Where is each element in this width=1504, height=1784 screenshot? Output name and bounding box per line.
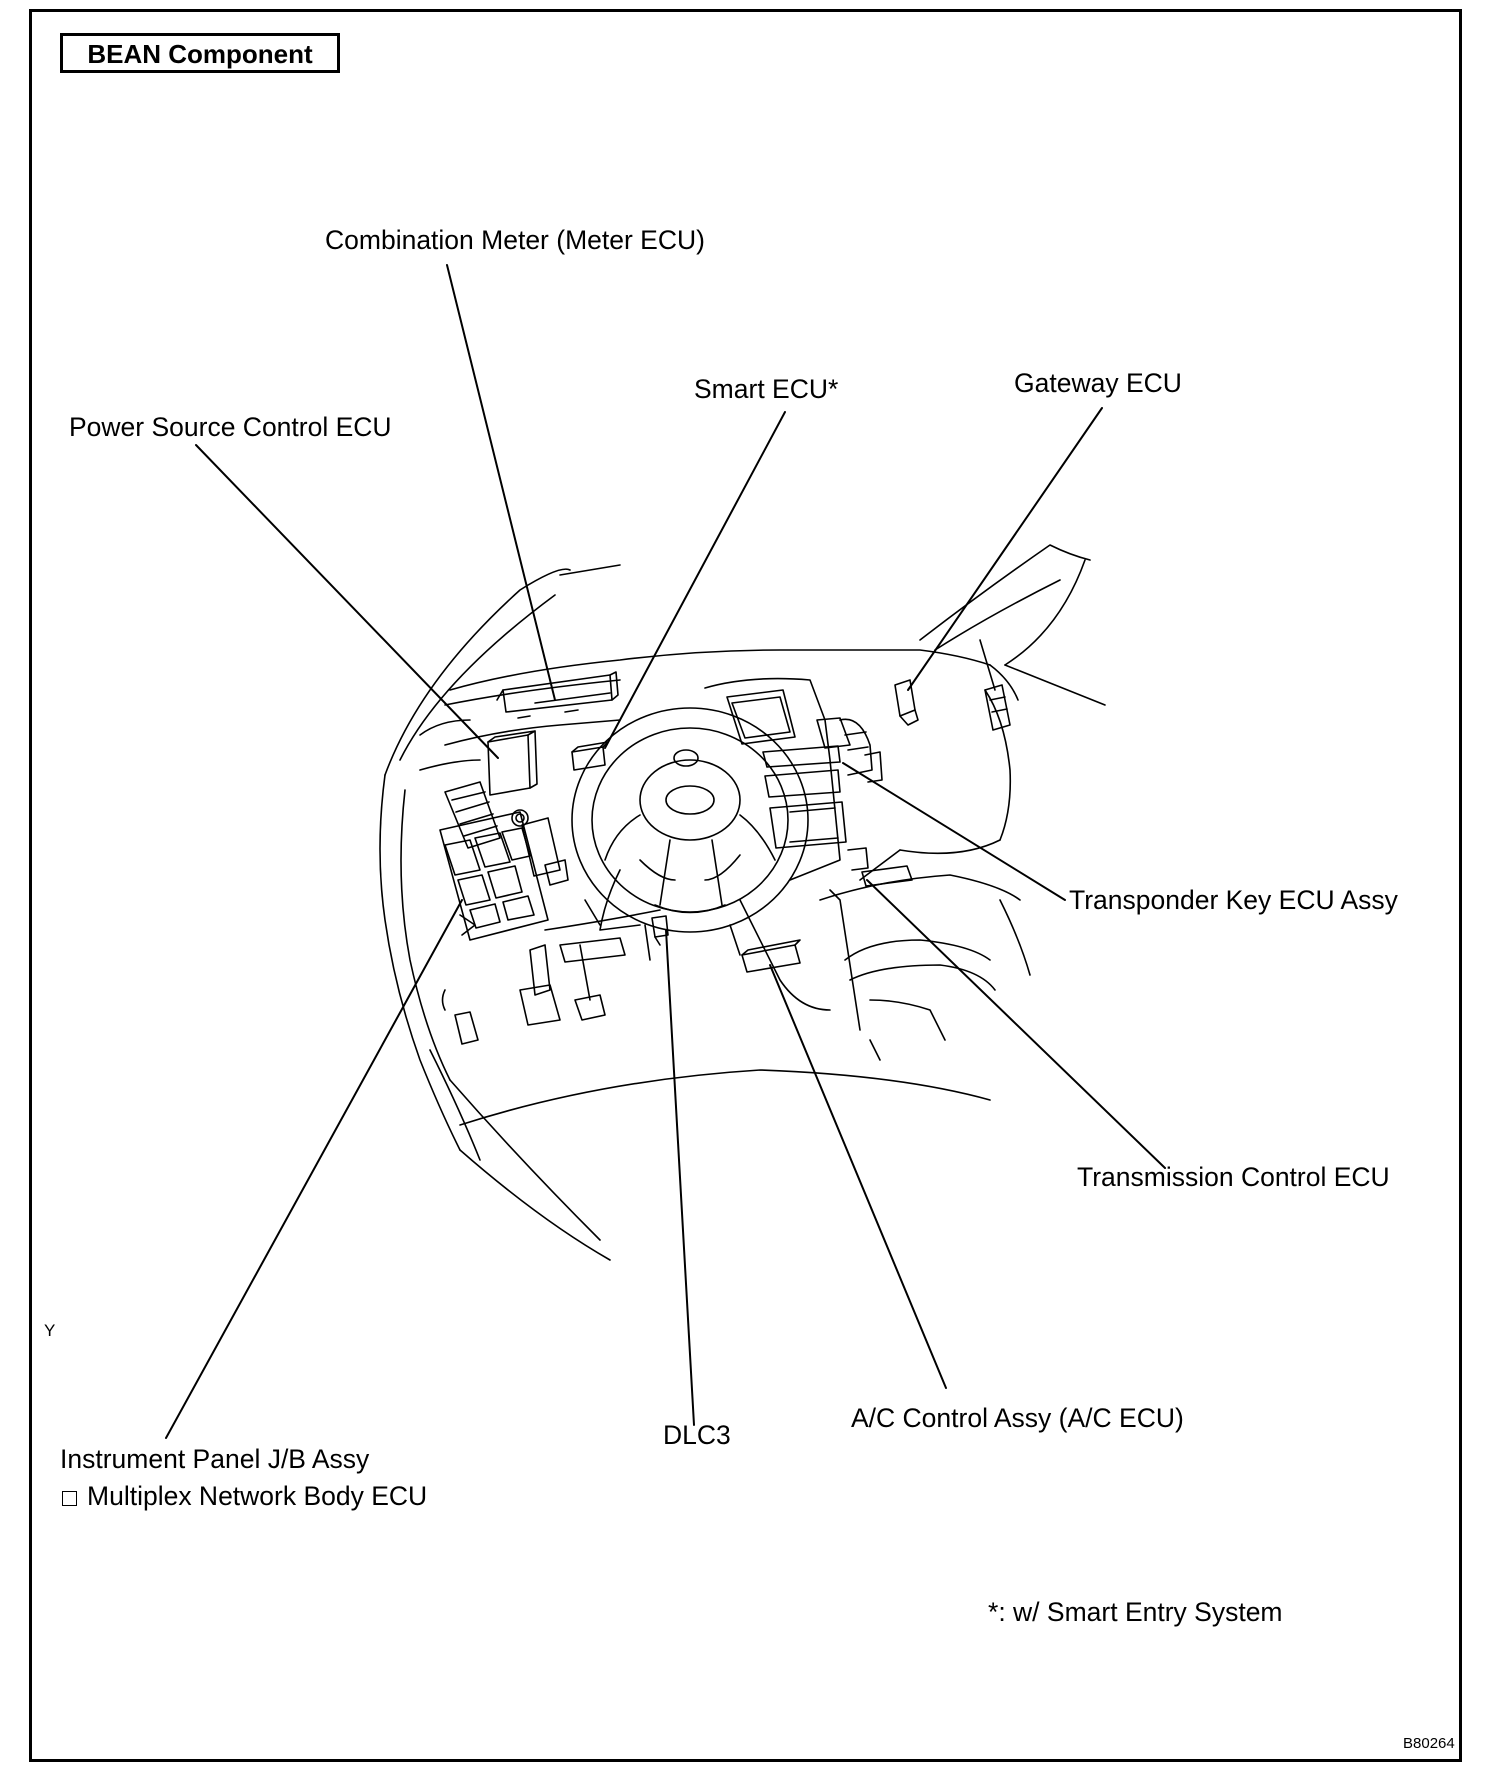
side-mark: Y [44, 1321, 56, 1340]
dash-left-edge [379, 774, 991, 1261]
steering-column [584, 869, 641, 931]
junction-block [439, 809, 569, 941]
steering-wheel [571, 707, 809, 961]
a-pillar-right [919, 544, 1106, 706]
combination-meter [496, 671, 619, 719]
callout-smart-ecu: Smart ECU* [694, 374, 839, 404]
pedals [441, 944, 606, 1045]
right-vent [839, 684, 1011, 783]
gateway-ecu-box [894, 679, 919, 726]
dashboard-top [419, 649, 1019, 881]
callout-combination-meter: Combination Meter (Meter ECU) [325, 225, 705, 255]
ac-control-box [741, 939, 801, 973]
lower-dash [544, 874, 1031, 1061]
callout-ac-control: A/C Control Assy (A/C ECU) [851, 1403, 1184, 1433]
power-source-ecu-box [487, 730, 538, 796]
callout-transmission-control-ecu: Transmission Control ECU [1077, 1162, 1390, 1192]
square-marker-icon [62, 1491, 77, 1506]
callout-gateway-ecu: Gateway ECU [1014, 368, 1182, 398]
figure-code: B80264 [1403, 1735, 1455, 1752]
callout-power-source-ecu: Power Source Control ECU [69, 412, 392, 442]
callout-multiplex-body-ecu-row: Multiplex Network Body ECU [62, 1480, 427, 1512]
callout-dlc3: DLC3 [663, 1420, 731, 1450]
smart-ecu-box [571, 741, 609, 771]
callout-instrument-panel-jb: Instrument Panel J/B Assy [60, 1444, 370, 1474]
transmission-ecu-box [847, 847, 913, 887]
a-pillar-left [384, 564, 621, 776]
left-vent [444, 781, 501, 849]
center-stack [704, 677, 851, 881]
leader-lines [165, 264, 1166, 1439]
footnote: *: w/ Smart Entry System [988, 1597, 1283, 1627]
figure-frame [29, 9, 1462, 1762]
page-title: BEAN Component [87, 39, 313, 69]
dlc3-connector [651, 915, 669, 946]
callout-multiplex-body-ecu: Multiplex Network Body ECU [87, 1481, 428, 1511]
title-box: BEAN Component [60, 33, 340, 73]
callout-transponder-key-ecu: Transponder Key ECU Assy [1069, 885, 1398, 915]
